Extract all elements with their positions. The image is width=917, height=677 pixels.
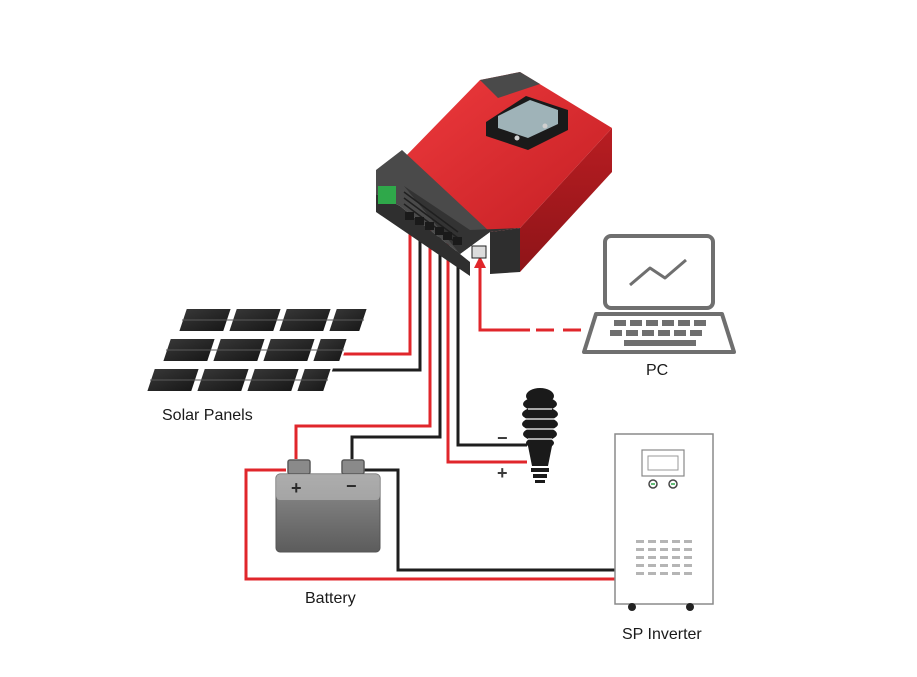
inverter-label: SP Inverter bbox=[622, 626, 702, 644]
comm-port bbox=[472, 246, 486, 258]
battery-label: Battery bbox=[305, 590, 356, 608]
solar-positive-wire bbox=[338, 218, 410, 354]
keyboard-icon bbox=[610, 320, 706, 346]
load-minus-sign: − bbox=[497, 428, 508, 449]
light-bulb-icon bbox=[522, 388, 558, 483]
inverter-icon bbox=[615, 434, 713, 611]
inverter-negative-wire bbox=[364, 470, 615, 570]
solar-panels-label: Solar Panels bbox=[162, 407, 253, 425]
pc-label: PC bbox=[646, 362, 668, 380]
battery-minus-sign: − bbox=[346, 476, 357, 497]
green-terminal bbox=[378, 186, 396, 204]
battery-plus-sign: + bbox=[291, 478, 302, 499]
battery-icon bbox=[276, 460, 380, 552]
load-plus-sign: + bbox=[497, 463, 508, 484]
